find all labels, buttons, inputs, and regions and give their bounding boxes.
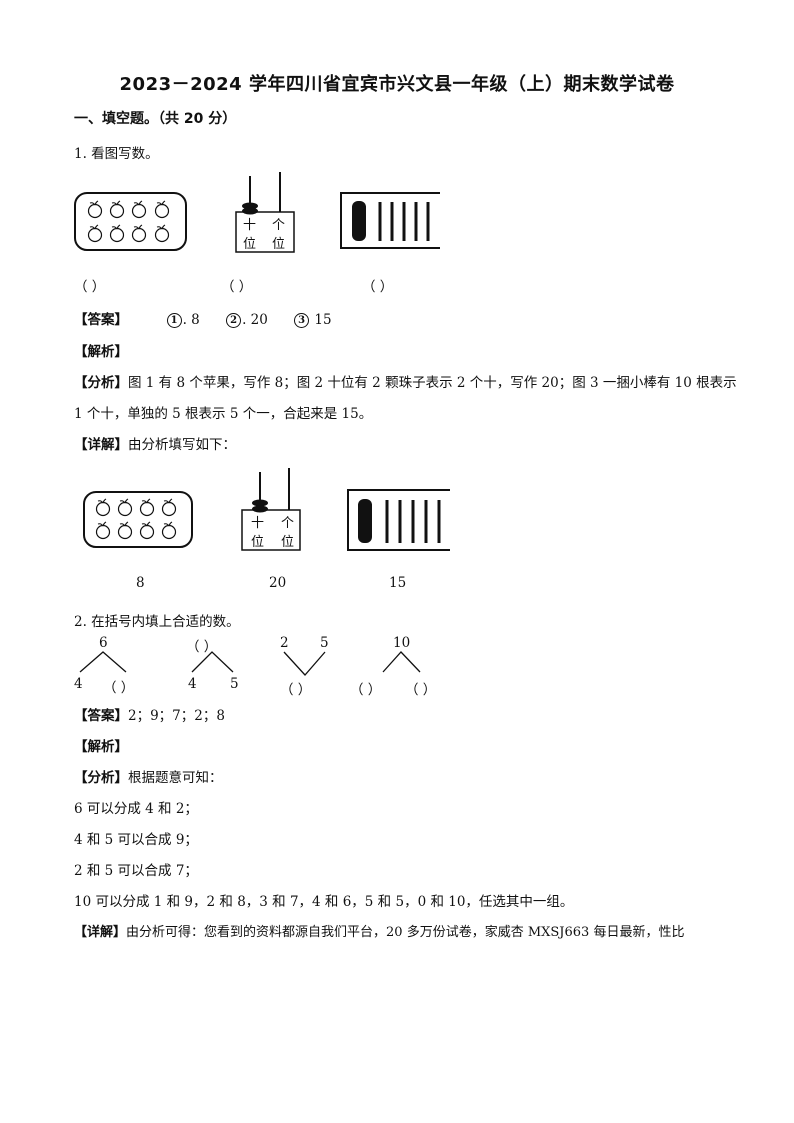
sticks-bundle-2 — [347, 489, 450, 551]
abacus-2 — [241, 468, 301, 551]
q1-detail: 【详解】由分析填写如下： — [74, 437, 236, 453]
tree4-left: （ ） — [350, 682, 382, 698]
number-tree-lines — [79, 651, 421, 676]
tree3-left: 2 — [280, 635, 289, 651]
abacus-1 — [235, 172, 295, 253]
abacus2-label-wei: 位 — [251, 535, 265, 550]
q2-line-1: 6 可以分成 4 和 2； — [74, 801, 198, 817]
tree2-left: 4 — [188, 676, 197, 692]
tree4-top: 10 — [393, 635, 411, 651]
tree2-top: （ ） — [186, 639, 218, 655]
q1-blank-3: （ ） — [362, 279, 394, 295]
q1-stem: 1. 看图写数。 — [74, 146, 159, 162]
answer-item: 1. 8 — [166, 312, 200, 328]
apple-box-2 — [83, 491, 193, 548]
abacus2-label-shi: 十 — [251, 516, 265, 531]
section-heading: 一、填空题。（共 20 分） — [74, 111, 237, 127]
q2-stem: 2. 在括号内填上合适的数。 — [74, 614, 240, 630]
filled-value-1: 8 — [136, 575, 145, 591]
filled-value-2: 20 — [269, 575, 287, 591]
q2-detail: 【详解】由分析可得：您看到的资料都源自我们平台，20 多万份试卷，家威杏 MXS… — [74, 925, 685, 940]
circled-number: 2 — [226, 313, 242, 328]
tree1-top: 6 — [99, 635, 108, 651]
q1-answer: 【答案】 1. 8 2. 20 3 15 — [74, 308, 354, 328]
answer-tag: 【答案】 — [74, 312, 128, 328]
page-title: 2023－2024 学年四川省宜宾市兴文县一年级（上）期末数学试卷 — [119, 74, 675, 95]
q2-analysis: 【分析】根据题意可知： — [74, 770, 223, 786]
q1-analysis: 【分析】图 1 有 8 个苹果，写作 8；图 2 十位有 2 颗珠子表示 2 个… — [74, 375, 737, 391]
abacus-label-wei: 位 — [243, 237, 257, 252]
tree4-right: （ ） — [405, 682, 437, 698]
answer-item: 2. 20 — [226, 312, 268, 328]
tree3-right: 5 — [320, 635, 329, 651]
tree1-right: （ ） — [103, 680, 135, 696]
q1-analysis-line2: 1 个十，单独的 5 根表示 5 个一，合起来是 15。 — [74, 406, 373, 422]
tree2-right: 5 — [230, 676, 239, 692]
q2-jiexi-tag: 【解析】 — [74, 739, 128, 755]
q2-line-3: 2 和 5 可以合成 7； — [74, 863, 198, 879]
q1-blank-1: （ ） — [74, 279, 106, 295]
answer-item: 3 15 — [294, 312, 332, 328]
sticks-bundle-1 — [340, 192, 440, 249]
apple-box-1 — [74, 192, 187, 251]
q2-line-2: 4 和 5 可以合成 9； — [74, 832, 198, 848]
tree3-bottom: （ ） — [280, 682, 312, 698]
q1-blank-2: （ ） — [221, 279, 253, 295]
circled-number: 3 — [294, 313, 310, 328]
q2-answer: 【答案】2；9；7；2；8 — [74, 708, 225, 724]
abacus-label-wei-2: 位 — [272, 237, 286, 252]
circled-number: 1 — [166, 313, 182, 328]
q2-line-4: 10 可以分成 1 和 9，2 和 8，3 和 7，4 和 6，5 和 5，0 … — [74, 894, 574, 910]
abacus-label-shi: 十 — [243, 218, 257, 233]
tree1-left: 4 — [74, 676, 83, 692]
abacus2-label-ge: 个 — [281, 516, 295, 531]
q1-jiexi-tag: 【解析】 — [74, 344, 128, 360]
filled-value-3: 15 — [389, 575, 407, 591]
abacus2-label-wei-2: 位 — [281, 535, 295, 550]
abacus-label-ge: 个 — [272, 218, 286, 233]
